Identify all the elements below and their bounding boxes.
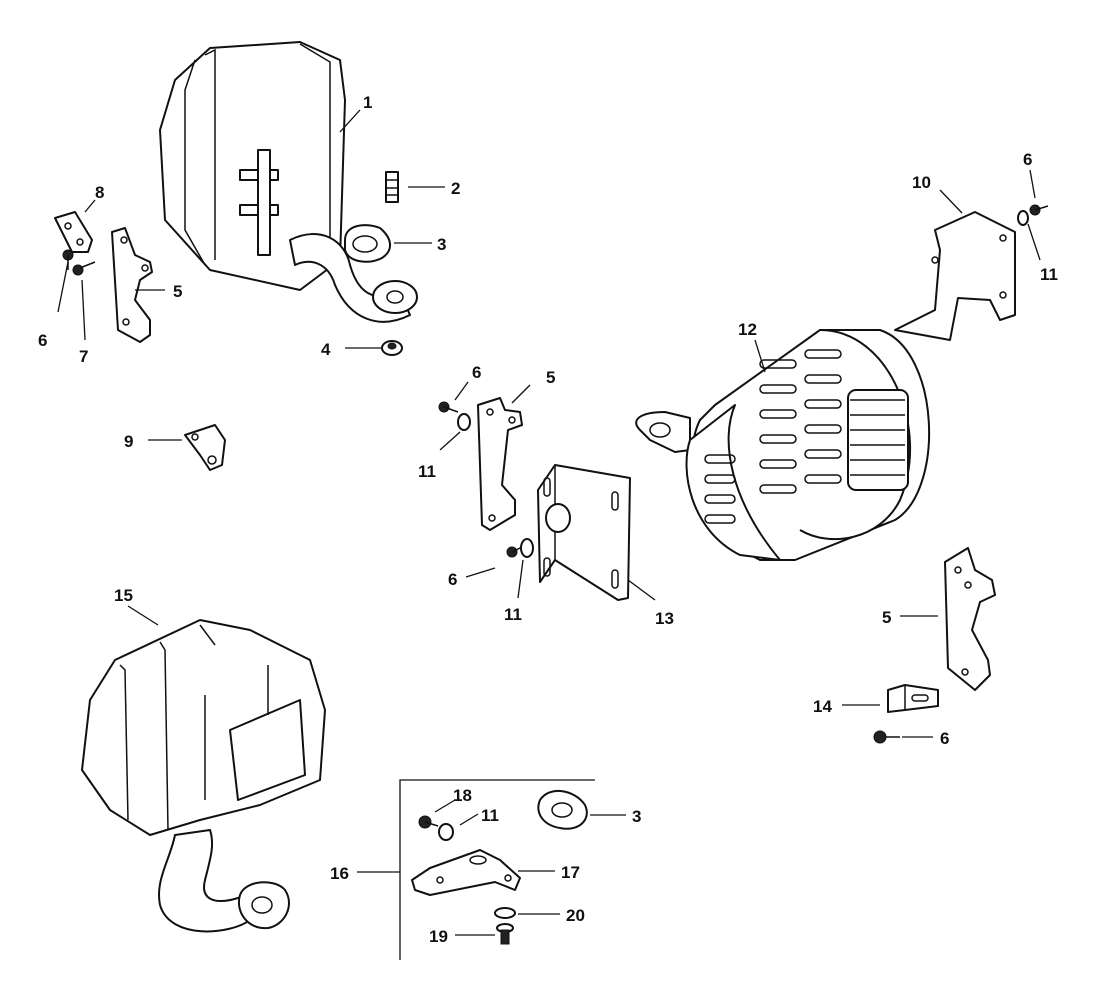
part-6-bolt-center-lower: [506, 546, 523, 558]
part-6-bolt-left: [62, 249, 74, 270]
part-11-washer-center-upper: [457, 413, 471, 431]
part-18-bolt: [418, 815, 439, 829]
callout-15: 15: [114, 586, 133, 605]
part-12-spark-arrestor: [635, 329, 931, 561]
callout-6-bottom-right: 6: [940, 729, 949, 748]
part-11-washer-top-right: [1017, 210, 1029, 226]
callout-5-center: 5: [546, 368, 555, 387]
part-11-washer-bottom: [438, 823, 454, 841]
part-9-bracket: [184, 424, 226, 471]
callout-11-bottom: 11: [481, 806, 499, 825]
callout-10: 10: [912, 173, 931, 192]
callout-1: 1: [363, 93, 372, 112]
part-15-muffler: [81, 619, 326, 933]
callout-3-bottom: 3: [632, 807, 641, 826]
part-5-bracket-right: [944, 547, 996, 691]
part-13-bracket: [537, 464, 631, 601]
callout-5-left: 5: [173, 282, 182, 301]
group-16-kit-outline: [399, 779, 595, 960]
part-14-angle-bracket: [887, 684, 939, 713]
part-3-gasket-top: [344, 224, 391, 263]
part-6-bolt-top-right: [1029, 204, 1049, 216]
callout-13: 13: [655, 609, 674, 628]
callout-11-top-right: 11: [1040, 265, 1058, 284]
callout-11-center-upper: 11: [418, 462, 436, 481]
leader-lines: [57, 109, 1041, 936]
part-4-nut: [381, 340, 403, 356]
callout-12: 12: [738, 320, 757, 339]
callout-9: 9: [124, 432, 133, 451]
callout-5-right: 5: [882, 608, 891, 627]
callout-16: 16: [330, 864, 349, 883]
callout-18: 18: [453, 786, 472, 805]
part-7-bolt: [72, 261, 96, 276]
callout-3-top: 3: [437, 235, 446, 254]
callout-8: 8: [95, 183, 104, 202]
part-17-bracket: [411, 849, 521, 896]
part-19-bolt: [496, 923, 514, 945]
callout-4: 4: [321, 340, 331, 359]
part-1-muffler: [159, 41, 418, 323]
part-2-stud: [385, 171, 399, 203]
part-5-bracket-center: [477, 397, 523, 531]
part-3-gasket-bottom: [537, 790, 588, 830]
callout-20: 20: [566, 906, 585, 925]
part-10-bracket: [894, 211, 1016, 341]
part-6-bolt-bottom-right: [873, 730, 900, 744]
callout-6-center-upper: 6: [472, 363, 481, 382]
part-11-washer-center-lower: [520, 538, 534, 558]
part-20-washer: [494, 907, 516, 919]
callout-labels: 1 2 3 4 8 5 6 7 9 10 6 11 12 6 5 11 6 11…: [38, 93, 1058, 946]
callout-6-center-lower: 6: [448, 570, 457, 589]
part-6-bolt-center-upper: [438, 401, 459, 413]
part-8-bracket: [54, 211, 93, 253]
callout-6-left: 6: [38, 331, 47, 350]
callout-11-center-lower: 11: [504, 605, 522, 624]
callout-14: 14: [813, 697, 832, 716]
callout-2: 2: [451, 179, 460, 198]
callout-6-top-right: 6: [1023, 150, 1032, 169]
callout-7: 7: [79, 347, 88, 366]
callout-19: 19: [429, 927, 448, 946]
callout-17: 17: [561, 863, 580, 882]
part-5-bracket-left: [111, 227, 153, 343]
